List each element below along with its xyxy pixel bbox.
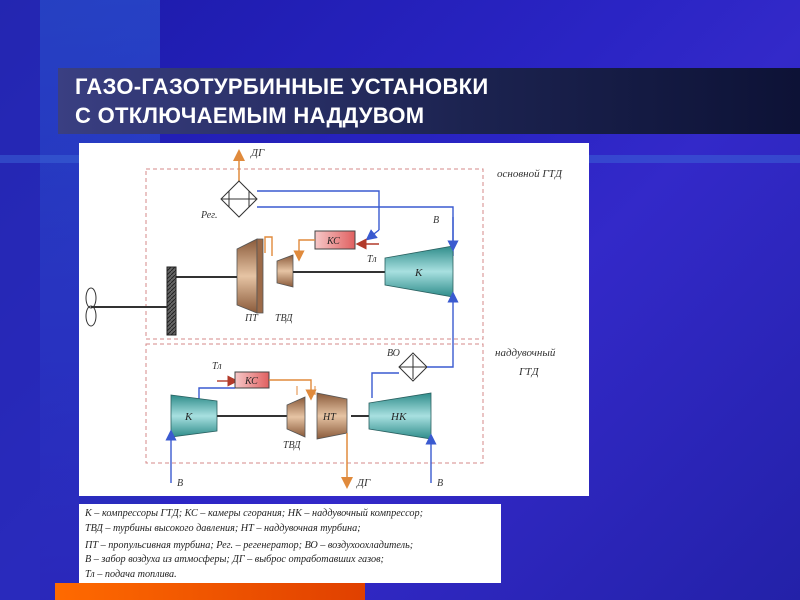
dg-top-label: ДГ [250, 147, 265, 159]
gas-to-pt-line [264, 236, 273, 256]
gas-to-tvd-line [293, 239, 315, 262]
power-turbine [236, 238, 258, 314]
air-to-combustor-line [257, 190, 380, 230]
reg-label: Рег. [200, 210, 217, 221]
vo-label: ВО [387, 348, 400, 359]
tl-main-label: Тл [367, 254, 377, 265]
accent-stripe [55, 583, 365, 600]
ks-main-label: КС [326, 236, 340, 247]
boost-gas-line [269, 379, 317, 401]
air-cooler-symbol [398, 352, 428, 382]
legend-line: ПТ – пропульсивная турбина; Рег. – реген… [85, 540, 414, 551]
legend-line: ТВД – турбины высокого давления; НТ – на… [85, 523, 361, 534]
legend-line: Тл – подача топлива. [85, 569, 177, 580]
dg-bottom-label: ДГ [356, 477, 371, 489]
slide-title: ГАЗО-ГАЗОТУРБИННЫЕ УСТАНОВКИ С ОТКЛЮЧАЕМ… [75, 72, 489, 130]
legend-line: К – компрессоры ГТД; КС – камеры сгорани… [85, 508, 423, 519]
title-line-1: ГАЗО-ГАЗОТУРБИННЫЕ УСТАНОВКИ [75, 74, 489, 99]
background-band [0, 0, 40, 600]
gas-turbine-diagram: основной ГТД наддувочный ГТД ДГ Рег. КС … [85, 147, 563, 489]
air-arrow [365, 229, 380, 241]
power-turbine-edge [256, 238, 264, 314]
boost-gtd-label-1: наддувочный [495, 347, 556, 359]
title-bar [58, 68, 800, 134]
legend-line: В – забор воздуха из атмосферы; ДГ – выб… [85, 554, 384, 565]
v-main-label: В [433, 215, 439, 226]
hp-turbine-boost [286, 396, 306, 438]
tvd-main-label: ТВД [275, 313, 293, 324]
cooler-out-line [427, 356, 454, 368]
legend-panel: К – компрессоры ГТД; КС – камеры сгорани… [79, 504, 501, 583]
ks-boost-label: КС [244, 376, 258, 387]
title-line-2: С ОТКЛЮЧАЕМЫМ НАДДУВОМ [75, 103, 425, 128]
nk-label: НК [390, 411, 407, 423]
regenerator-symbol [220, 180, 258, 218]
boost-gtd-label-2: ГТД [518, 366, 540, 378]
v-right-label: В [437, 478, 443, 489]
air-to-cooler-line [371, 372, 399, 398]
main-gtd-boundary [145, 168, 484, 340]
diagram-panel: основной ГТД наддувочный ГТД ДГ Рег. КС … [79, 143, 589, 496]
hp-turbine-main [276, 254, 294, 288]
boost-gtd-boundary [145, 343, 484, 464]
boost-compressor-k [170, 394, 218, 438]
k-main-label: К [414, 267, 423, 279]
gearbox [166, 266, 177, 336]
pt-label: ПТ [244, 313, 259, 324]
main-gtd-label: основной ГТД [497, 168, 563, 180]
v-left-label: В [177, 478, 183, 489]
k-boost-label: К [184, 411, 193, 423]
tl-boost-label: Тл [212, 361, 222, 372]
propeller-icon [85, 287, 97, 327]
boost-gas-branch [296, 386, 316, 395]
nt-label: НТ [322, 412, 337, 423]
tvd-boost-label: ТВД [283, 440, 301, 451]
